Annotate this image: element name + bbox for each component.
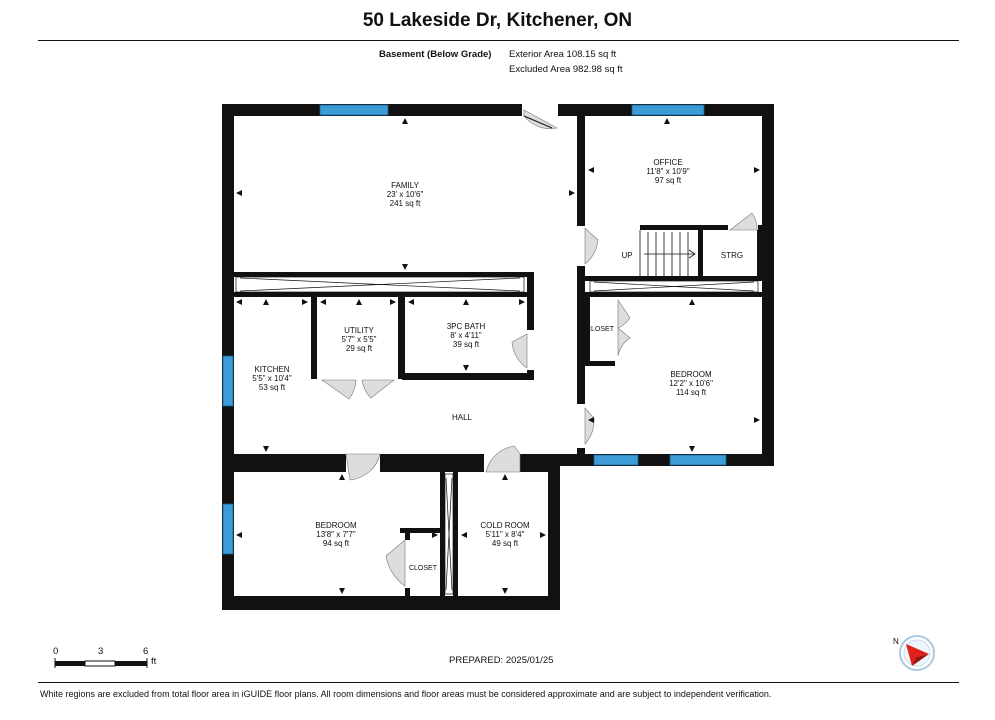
scale-unit: ft [151, 656, 157, 667]
bedroom-left-name: BEDROOM [315, 521, 357, 530]
footer-rule [38, 682, 959, 683]
level-label: Basement (Below Grade) [379, 49, 492, 60]
utility-area: 29 sq ft [346, 344, 373, 353]
doors [320, 104, 758, 588]
family-area: 241 sq ft [390, 199, 421, 208]
sliding-doors [235, 276, 759, 595]
bedroom-left-area: 94 sq ft [323, 539, 350, 548]
cold-room-area: 49 sq ft [492, 539, 519, 548]
bath-dims: 8' x 4'11" [450, 331, 482, 340]
interior-walls [234, 116, 762, 596]
office-area: 97 sq ft [655, 176, 682, 185]
bedroom-left-dims: 13'8" x 7'7" [316, 530, 356, 539]
stairs [639, 230, 696, 276]
excluded-area: Excluded Area 982.98 sq ft [509, 64, 623, 75]
header-rule [38, 40, 959, 41]
bedroom-right-name: BEDROOM [670, 370, 712, 379]
scale-tick-0: 0 [53, 646, 59, 657]
bedroom-right-dims: 12'2" x 10'6" [669, 379, 713, 388]
dimension-arrows [236, 118, 760, 594]
kitchen-name: KITCHEN [254, 365, 289, 374]
family-dims: 23' x 10'6" [387, 190, 424, 199]
prepared-date: PREPARED: 2025/01/25 [449, 655, 554, 666]
closet-left-label: CLOSET [409, 565, 438, 572]
kitchen-dims: 5'5" x 10'4" [252, 374, 292, 383]
cold-room-name: COLD ROOM [480, 521, 530, 530]
up-label: UP [621, 251, 632, 260]
compass-icon [899, 635, 935, 671]
footer-disclaimer: White regions are excluded from total fl… [40, 689, 772, 699]
bath-name: 3PC BATH [447, 322, 486, 331]
family-name: FAMILY [391, 181, 420, 190]
scale-bar [54, 658, 148, 668]
strg-label: STRG [721, 251, 743, 260]
hall-label: HALL [452, 413, 473, 422]
office-dims: 11'8" x 10'9" [646, 167, 689, 176]
exterior-area: Exterior Area 108.15 sq ft [509, 49, 617, 60]
bedroom-right-area: 114 sq ft [676, 388, 707, 397]
page-title: 50 Lakeside Dr, Kitchener, ON [362, 10, 633, 31]
scale-tick-6: 6 [143, 646, 149, 657]
kitchen-area: 53 sq ft [259, 383, 286, 392]
bath-area: 39 sq ft [453, 340, 480, 349]
utility-name: UTILITY [344, 326, 374, 335]
closet-right-label: CLOSET [586, 326, 615, 333]
cold-room-dims: 5'11" x 8'4" [486, 530, 525, 539]
compass-north-label: N [893, 637, 899, 646]
windows [222, 104, 727, 555]
scale-tick-3: 3 [98, 646, 104, 657]
office-name: OFFICE [653, 158, 682, 167]
utility-dims: 5'7" x 5'5" [342, 335, 377, 344]
